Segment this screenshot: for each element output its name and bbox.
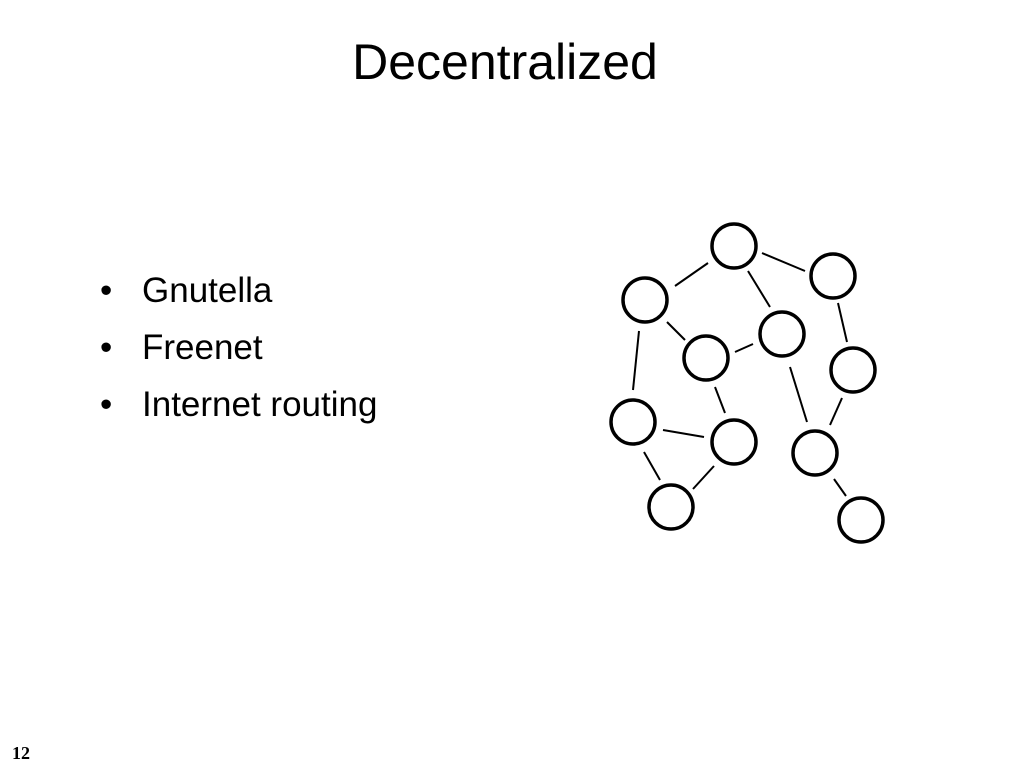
network-edge (692, 465, 715, 490)
bullet-marker: • (100, 385, 113, 424)
network-edge (714, 386, 726, 414)
network-edges (632, 252, 848, 497)
network-edge (747, 270, 771, 308)
network-edge (662, 429, 705, 438)
bullet-text: Gnutella (142, 271, 273, 310)
bullet-text: Internet routing (142, 385, 378, 424)
network-edge (829, 397, 843, 426)
network-edge (666, 321, 686, 341)
network-edge (789, 366, 808, 423)
bullet-marker: • (100, 271, 113, 310)
network-node (647, 483, 695, 531)
network-node (682, 334, 730, 382)
network-edge (833, 478, 847, 497)
page-number: 12 (12, 743, 30, 763)
network-node (829, 346, 877, 394)
network-node (710, 222, 758, 270)
network-node (609, 398, 657, 446)
bullet-item-gnutella: • Gnutella (100, 262, 377, 319)
network-edge (674, 262, 709, 287)
network-node (621, 276, 669, 324)
network-node (758, 310, 806, 358)
slide-title: Decentralized (352, 34, 658, 90)
network-edge (837, 302, 848, 343)
network-edge (734, 343, 754, 353)
bullet-item-internet-routing: • Internet routing (100, 376, 377, 433)
bullet-item-freenet: • Freenet (100, 319, 377, 376)
bullet-marker: • (100, 328, 113, 367)
network-node (809, 252, 857, 300)
network-edge (761, 252, 806, 272)
bullet-list: • Gnutella • Freenet • Internet routing (100, 262, 377, 433)
network-node (710, 418, 758, 466)
network-edge (643, 451, 661, 481)
network-nodes (609, 222, 885, 544)
network-node (791, 429, 839, 477)
bullet-text: Freenet (142, 328, 263, 367)
network-node (837, 496, 885, 544)
network-edge (632, 330, 640, 391)
